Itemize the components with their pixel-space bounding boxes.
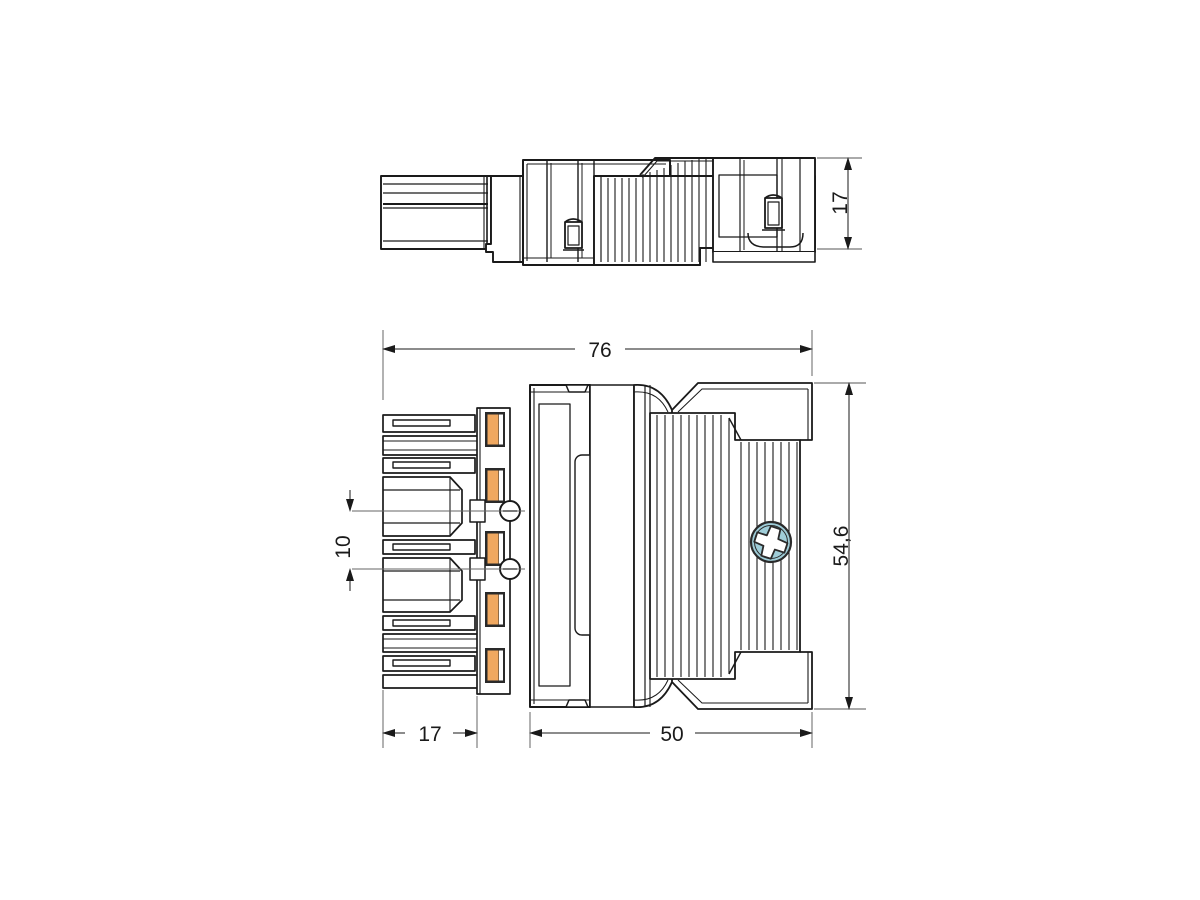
side-view [380, 157, 816, 266]
terminal-block [485, 592, 505, 627]
dimension-label-height-17-side: 17 [829, 191, 852, 214]
dimension-label-length-50: 50 [660, 723, 683, 746]
top-view-terminal-blocks [485, 412, 505, 683]
dimension-label-length-76: 76 [588, 339, 611, 362]
dimension-pitch-10 [346, 490, 354, 591]
dimension-width-54-6 [814, 382, 866, 710]
dimension-length-50 [529, 712, 813, 748]
dimension-label-pitch-10: 10 [332, 535, 355, 558]
terminal-block [485, 468, 505, 503]
dimension-length-17-left [382, 690, 478, 748]
terminal-block [485, 412, 505, 447]
top-view-coding-features [352, 499, 525, 581]
side-view-cap [712, 157, 816, 263]
top-view-strain-relief-ribs [649, 412, 801, 680]
grounding-screw-icon [749, 520, 793, 564]
dimension-length-76 [382, 330, 813, 400]
side-view-collar [485, 175, 524, 263]
side-view-pin-section [380, 175, 492, 250]
top-view [352, 382, 813, 710]
dimension-label-length-17-left: 17 [418, 723, 441, 746]
terminal-block [485, 648, 505, 683]
dimension-label-width-54-6: 54,6 [830, 526, 853, 567]
top-view-housing [529, 384, 635, 708]
terminal-block [485, 531, 505, 566]
dimension-height-17-side [817, 157, 862, 250]
